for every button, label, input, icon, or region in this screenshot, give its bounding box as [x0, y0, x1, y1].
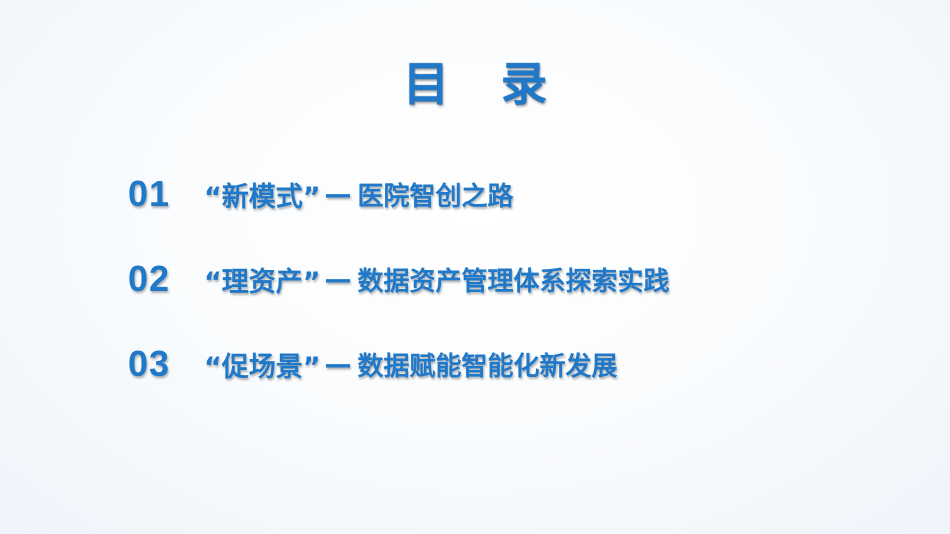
- toc-item-01: 01 “新模式” — 医院智创之路: [128, 170, 514, 218]
- toc-item-keyword: “促场景”: [204, 351, 321, 383]
- toc-item-keyword: “新模式”: [204, 181, 321, 213]
- toc-item-description: 数据资产管理体系探索实践: [357, 266, 670, 297]
- toc-item-number: 03: [128, 343, 171, 384]
- toc-item-dash: —: [324, 263, 352, 295]
- page-title: 目 录: [402, 57, 565, 111]
- toc-item-dash: —: [324, 178, 352, 210]
- toc-item-03: 03 “促场景” — 数据赋能智能化新发展: [128, 340, 618, 388]
- toc-item-dash: —: [324, 348, 352, 380]
- toc-item-number: 02: [128, 258, 171, 299]
- toc-item-description: 医院智创之路: [357, 181, 514, 212]
- toc-item-keyword: “理资产”: [204, 266, 321, 298]
- toc-item-02: 02 “理资产” — 数据资产管理体系探索实践: [128, 255, 670, 303]
- toc-item-number: 01: [128, 173, 171, 214]
- toc-item-description: 数据赋能智能化新发展: [357, 351, 618, 382]
